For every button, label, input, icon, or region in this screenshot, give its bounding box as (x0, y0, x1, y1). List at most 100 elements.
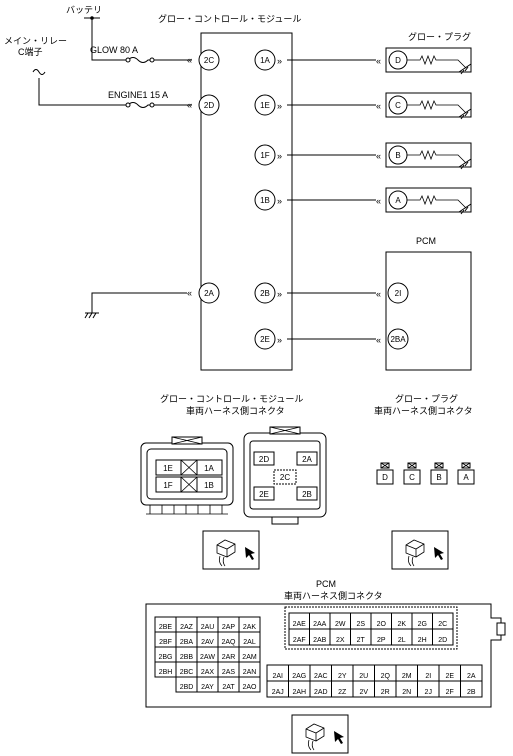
pcm-pin-label: 2K (397, 621, 406, 628)
pcm-pin-label: 2N (402, 689, 411, 696)
pcm-box (385, 251, 472, 371)
svg-text:2C: 2C (280, 473, 290, 482)
engine-fuse-label: ENGINE1 15 A (108, 90, 168, 100)
pcm-pin-label: 2AI (272, 673, 283, 680)
pcm-pin-label: 2BF (159, 639, 172, 646)
pcm-pin-cell (238, 676, 261, 693)
svg-text:2D: 2D (259, 455, 269, 464)
pcm-pin-label: 2C (438, 621, 447, 628)
svg-text:2C: 2C (204, 56, 214, 65)
pcm-pin-label: 2B (467, 689, 476, 696)
svg-text:1E: 1E (163, 464, 173, 473)
svg-text:«: « (376, 335, 381, 345)
pcm-pin-label: 2E (445, 673, 454, 680)
pcm-pin-label: 2AJ (272, 689, 284, 696)
pcm-pin-label: 2S (356, 621, 365, 628)
pcm-pin-label: 2AQ (221, 639, 236, 646)
svg-text:»: » (277, 56, 282, 66)
pcm-connector-caption-line1: PCM (316, 579, 336, 589)
svg-text:D: D (395, 56, 401, 65)
svg-text:1A: 1A (260, 56, 270, 65)
pcm-pin-label: 2BA (180, 639, 194, 646)
svg-text:B: B (395, 151, 400, 160)
pcm-pin-label: 2Z (338, 689, 347, 696)
main-relay-label-line2: C端子 (18, 46, 43, 57)
svg-text:«: « (187, 100, 192, 110)
svg-text:«: « (376, 101, 381, 111)
pcm-pin-2ba: « 2BA (376, 328, 409, 350)
pcm-pin-label: 2X (336, 637, 345, 644)
battery-wire (91, 18, 124, 61)
svg-text:«: « (376, 151, 381, 161)
pcm-pin-label: 2H (418, 637, 427, 644)
svg-text:»: » (277, 151, 282, 161)
gp-connector-caption-line2: 車両ハーネス側コネクタ (374, 405, 473, 416)
relay-tilde-symbol (32, 69, 46, 75)
pcm-pin-cell (460, 680, 483, 698)
svg-text:«: « (376, 56, 381, 66)
pcm-pin-label: 2Y (338, 673, 347, 680)
pcm-pin-label: 2M (402, 673, 412, 680)
pcm-pin-label: 2R (381, 689, 390, 696)
pcm-pin-label: 2BC (180, 669, 194, 676)
battery-label: バッテリ (66, 5, 102, 15)
pcm-pin-2i: « 2I (376, 282, 409, 304)
svg-text:1B: 1B (260, 196, 270, 205)
svg-text:B: B (436, 473, 441, 482)
main-relay-label-line1: メイン・リレー (4, 36, 67, 46)
pcm-pin-label: 2AO (242, 684, 257, 691)
gcm-pin-1b: 1B » (254, 189, 282, 211)
svg-text:1F: 1F (163, 481, 172, 490)
svg-text:«: « (376, 289, 381, 299)
svg-text:C: C (395, 101, 401, 110)
svg-text:2D: 2D (204, 101, 214, 110)
gcm-connector-caption-line2: 車両ハーネス側コネクタ (186, 405, 285, 416)
pcm-pin-label: 2AV (201, 639, 214, 646)
pcm-pin-label: 2J (425, 689, 432, 696)
pcm-pin-label: 2AZ (180, 624, 194, 631)
svg-text:«: « (376, 196, 381, 206)
svg-text:C: C (409, 473, 415, 482)
pcm-pin-label: 2AK (243, 624, 257, 631)
gcm-connector-a: 1E 1A 1F 1B (140, 436, 234, 515)
glow-fuse-label: GLOW 80 A (90, 45, 138, 55)
pcm-pin-label: 2Q (381, 673, 391, 680)
svg-text:«: « (187, 288, 192, 298)
gcm-pin-2b: 2B » (254, 282, 282, 304)
glow-fuse-symbol (124, 57, 152, 63)
svg-text:A: A (395, 196, 401, 205)
pcm-pin-label: 2AA (313, 621, 327, 628)
svg-text:2A: 2A (204, 289, 214, 298)
gcm-box (200, 32, 293, 371)
svg-text:»: » (277, 335, 282, 345)
pcm-title: PCM (416, 236, 436, 246)
gp-connector-caption-line1: グロー・プラグ (395, 393, 458, 404)
gp-connector-d: D (376, 462, 394, 485)
glow-plug-b: « B (376, 142, 472, 170)
svg-text:»: » (277, 289, 282, 299)
pcm-pin-label: 2F (446, 689, 454, 696)
svg-text:D: D (382, 473, 388, 482)
relay-wire (38, 78, 124, 106)
pcm-pin-label: 2AE (293, 621, 307, 628)
pcm-pin-label: 2AH (292, 689, 306, 696)
svg-text:A: A (463, 473, 469, 482)
pcm-pin-label: 2AM (242, 654, 257, 661)
svg-text:2BA: 2BA (390, 335, 406, 344)
gp-connector-a: A (457, 462, 475, 485)
pcm-pin-label: 2AY (201, 684, 214, 691)
gcm-title: グロー・コントロール・モジュール (158, 13, 301, 24)
pcm-pin-label: 2AD (314, 689, 328, 696)
gp-connector-b: B (430, 462, 448, 485)
pcm-pin-label: 2AC (314, 673, 328, 680)
glow-plug-c: « C (376, 92, 472, 120)
gcm-pin-2e: 2E » (254, 328, 282, 350)
pcm-pin-label: 2BE (159, 624, 173, 631)
gcm-pin-1e: 1E » (254, 94, 282, 116)
pcm-pin-label: 2AB (313, 637, 327, 644)
svg-text:2A: 2A (302, 455, 312, 464)
pcm-pin-label: 2BG (158, 654, 172, 661)
glow-plug-title: グロー・プラグ (408, 31, 471, 42)
